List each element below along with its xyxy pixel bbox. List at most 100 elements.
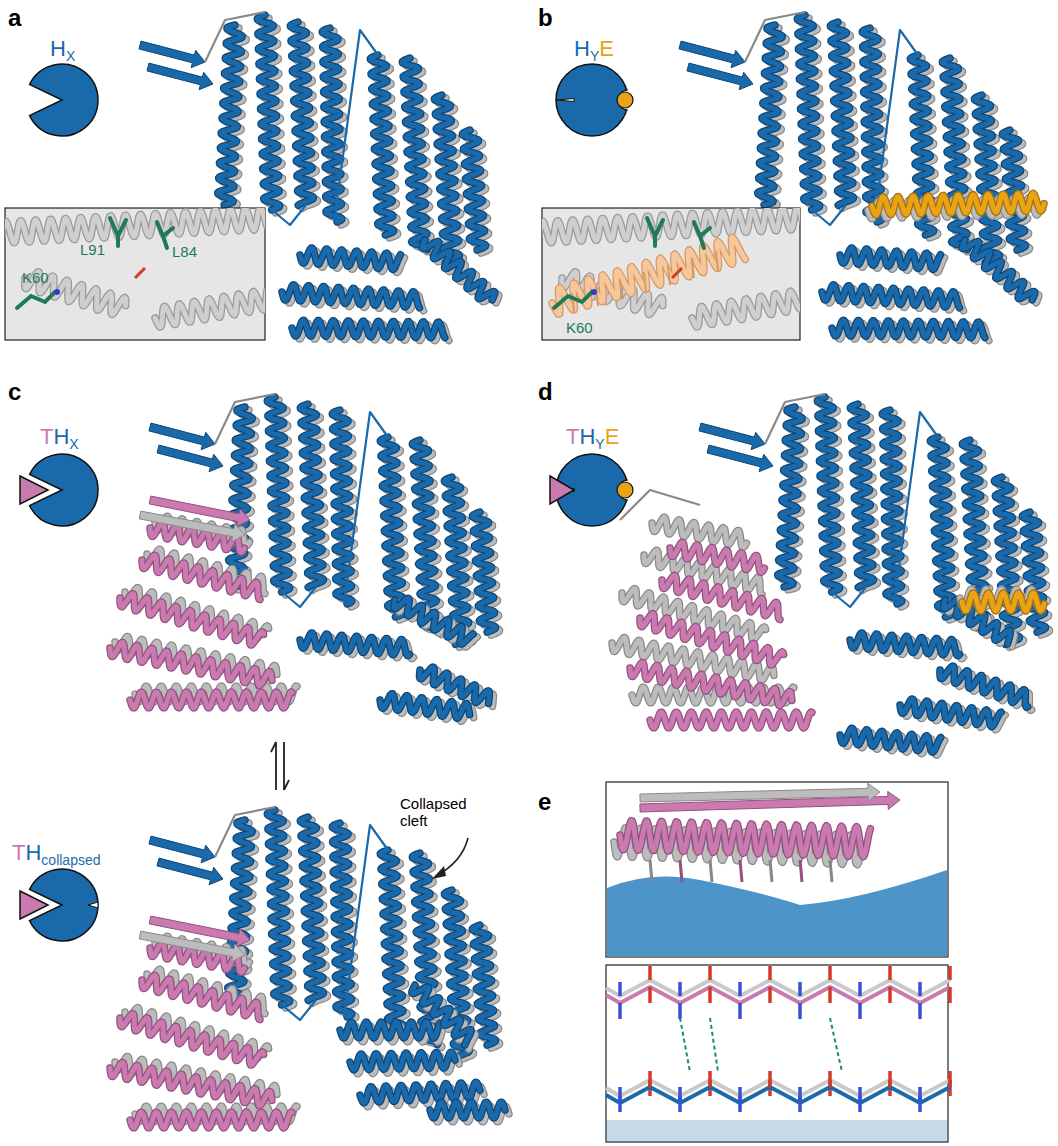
helix-outline (900, 699, 1001, 727)
helix-ribbon (350, 1052, 455, 1069)
helix-outline (290, 22, 313, 205)
state-letter: E (599, 36, 614, 61)
helix-ribbon (817, 397, 839, 592)
helix-outline (832, 320, 985, 337)
zoom-inset (532, 208, 810, 340)
helix-ribbon (228, 407, 253, 587)
helix-ribbon (434, 95, 459, 262)
helix-ribbon (147, 969, 265, 1013)
state-letter: H (574, 36, 590, 61)
helix-outline (962, 240, 1035, 300)
helix-ribbon (282, 285, 420, 308)
helix-outline (630, 662, 792, 705)
state-icon (556, 64, 633, 136)
loop-coil (215, 807, 275, 857)
subscript: Y (595, 436, 604, 452)
helix-ribbon (340, 1022, 440, 1038)
helix-ribbon (120, 594, 264, 645)
backbone-stick (606, 1087, 950, 1103)
helix-outline (267, 397, 289, 592)
state-letter: T (40, 424, 53, 449)
helix-outline (542, 208, 800, 244)
helix-outline (402, 58, 428, 250)
helix-outline (974, 95, 999, 262)
helix-outline (147, 549, 265, 593)
surface-blob (607, 870, 947, 956)
helix-ribbon (692, 289, 800, 327)
helix-outline (300, 817, 323, 1000)
helix-outline (552, 237, 745, 314)
helix-outline (840, 728, 941, 752)
panel-letter: c (8, 380, 21, 404)
loop-coil (765, 394, 825, 444)
helix-outline (120, 1014, 264, 1065)
state-icon (20, 869, 98, 941)
subscript: X (69, 436, 78, 452)
panel-e-bottom (606, 965, 950, 1142)
state-letter: H (50, 36, 66, 61)
panel-letter: b (538, 6, 553, 30)
state-letter: T (12, 840, 25, 865)
helix-ribbon (422, 240, 495, 300)
helix-ribbon (1002, 130, 1025, 250)
helix-ribbon (472, 925, 495, 1045)
helix-outline (650, 712, 812, 728)
helix-outline (942, 58, 968, 250)
helix-ribbon (394, 598, 473, 644)
helix-outline (472, 925, 495, 1045)
loop-coil (344, 412, 388, 604)
subscript: collapsed (41, 852, 100, 868)
helix-outline (817, 397, 839, 592)
residue-stick (157, 222, 173, 248)
helix-outline (218, 25, 243, 205)
helix-ribbon (110, 642, 272, 685)
helix-ribbon (380, 694, 470, 719)
helix-ribbon (290, 22, 313, 205)
helix-ribbon (942, 58, 968, 250)
helix-outline (462, 130, 485, 250)
helix-ribbon (430, 1102, 505, 1118)
helix-outline (640, 614, 784, 665)
helix-outline (340, 1022, 440, 1038)
helix-ribbon (552, 237, 745, 314)
loop-coil (344, 825, 388, 1017)
helix-ribbon (974, 95, 999, 262)
helix-ribbon (218, 25, 243, 205)
helix-ribbon (142, 555, 260, 599)
helix-outline (5, 208, 265, 244)
state-label: THX (40, 426, 79, 448)
helix-outline (300, 248, 401, 270)
helix-outline (472, 512, 495, 632)
helix-outline (130, 1112, 292, 1128)
residue-stick (647, 218, 663, 246)
helix-outline (142, 975, 260, 1019)
helix-outline (962, 593, 1044, 611)
state-icon (30, 64, 98, 136)
annotation-text: Collapsed cleft (400, 795, 472, 830)
helix-outline (142, 555, 260, 599)
helix-ribbon (380, 437, 403, 617)
panel-letter: a (8, 6, 21, 30)
helix-ribbon (360, 1082, 480, 1102)
helix-ribbon (758, 25, 783, 205)
helix-ribbon (300, 633, 410, 656)
helix-ribbon (120, 1014, 264, 1065)
helix-ribbon (462, 130, 485, 250)
loop-coil (832, 587, 866, 607)
residue-stick (554, 292, 592, 308)
state-icon (550, 454, 633, 526)
helix-ribbon (142, 975, 260, 1019)
loop-coil (282, 1000, 316, 1020)
helix-outline (692, 289, 800, 327)
helix-ribbon (130, 1112, 292, 1128)
helix-outline (257, 15, 279, 210)
loop-coil (812, 205, 846, 225)
helix-ribbon (155, 289, 265, 327)
helix-outline (300, 404, 323, 587)
helix-outline (940, 666, 1028, 707)
arrow-head (432, 866, 446, 879)
loop-coil (272, 205, 306, 225)
helix-outline (350, 1052, 455, 1069)
helix-ribbon (850, 633, 960, 656)
